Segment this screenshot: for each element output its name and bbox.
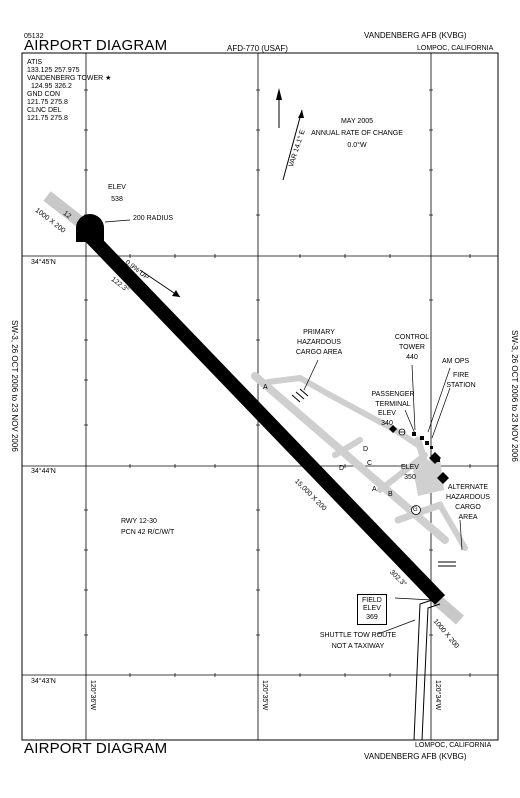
location-top: LOMPOC, CALIFORNIA — [417, 45, 494, 52]
frequency-list: ATIS 133.125 257.975 VANDENBERG TOWER ★ … — [27, 59, 111, 122]
freq-gnd-value: 121.75 275.8 — [27, 99, 68, 106]
shuttle-route-l1: SHUTTLE TOW ROUTE — [319, 632, 397, 639]
chart-number: 05132 — [24, 33, 44, 40]
freq-clnc-label: CLNC DEL — [27, 107, 62, 114]
airport-name-bottom: VANDENBERG AFB (KVBG) — [364, 752, 467, 761]
beacon-icon — [398, 428, 406, 436]
field-elev-l3: 369 — [366, 613, 378, 621]
primary-cargo-l3: CARGO AREA — [295, 349, 343, 356]
taxiway-d-label-1: D — [339, 465, 345, 472]
variation-date: MAY 2005 — [340, 118, 374, 125]
shuttle-tow-route — [413, 599, 441, 741]
am-ops-label: AM OPS — [442, 358, 470, 365]
freq-gnd-label: GND CON — [27, 91, 61, 98]
procedure-id: AFD-770 (USAF) — [227, 44, 288, 53]
taxiway-g-label: G — [413, 507, 418, 513]
field-elev-l1: FIELD — [362, 597, 382, 604]
taxiway-b-label: B — [388, 491, 393, 498]
control-tower-l1: CONTROL — [394, 334, 430, 341]
latitude-label-1: 34°45'N — [31, 259, 56, 266]
fire-station-l1: FIRE — [453, 372, 469, 379]
primary-cargo-l2: HAZARDOUS — [297, 339, 341, 346]
freq-atis-value: 133.125 257.975 — [27, 67, 80, 74]
apron — [412, 458, 444, 496]
runway-pcn: PCN 42 R/C/W/T — [121, 529, 175, 536]
runway-designation: RWY 12-30 — [121, 518, 157, 525]
field-elev-l2: ELEV — [362, 605, 381, 613]
airport-name-top: VANDENBERG AFB (KVBG) — [364, 31, 467, 40]
cycle-left: SW-3, 26 OCT 2006 to 23 NOV 2006 — [10, 320, 19, 452]
buildings — [389, 425, 449, 484]
north-arrow-icon — [276, 88, 304, 181]
radius-label: 200 RADIUS — [133, 215, 174, 222]
alternate-cargo-marks — [438, 561, 456, 567]
location-bottom: LOMPOC, CALIFORNIA — [415, 742, 492, 749]
latitude-label-3: 34°43'N — [31, 678, 56, 685]
variation-rate: 0.0°W — [347, 142, 367, 149]
freq-atis-label: ATIS — [27, 59, 43, 66]
shuttle-route-l2: NOT A TAXIWAY — [331, 643, 385, 650]
overrun-se — [433, 595, 464, 625]
alt-cargo-l1: ALTERNATE — [447, 484, 489, 491]
primary-cargo-marks — [291, 388, 309, 403]
taxiway-a-label-1: A — [263, 384, 268, 391]
chart-frame — [21, 52, 499, 741]
longitude-label-2: 120°35'W — [261, 680, 268, 711]
latitude-label-2: 34°44'N — [31, 468, 56, 475]
taxiway-a-label-2: A — [372, 486, 377, 493]
elev-350-title: ELEV — [401, 464, 419, 471]
elev-350-value: 350 — [404, 474, 416, 481]
cycle-right: SW-3, 26 OCT 2006 to 23 NOV 2006 — [510, 330, 519, 462]
elev-340-value: 340 — [381, 420, 393, 427]
field-elevation-box: FIELD ELEV 369 — [357, 594, 387, 626]
elev-nw-title: ELEV — [108, 184, 126, 191]
chart-title-top: AIRPORT DIAGRAM — [24, 37, 168, 54]
longitude-label-1: 120°36'W — [89, 680, 96, 711]
taxiway-c-label: C — [367, 460, 373, 467]
elev-340-title: ELEV — [378, 410, 396, 417]
chart-title-bottom: AIRPORT DIAGRAM — [24, 740, 168, 757]
fire-station-l2: STATION — [446, 382, 476, 389]
primary-cargo-l1: PRIMARY — [303, 329, 335, 336]
alt-cargo-l2: HAZARDOUS — [446, 494, 490, 501]
alt-cargo-l3: CARGO — [455, 504, 481, 511]
freq-tower-value: 124.95 326.2 — [31, 83, 72, 90]
passenger-terminal-l2: TERMINAL — [375, 401, 411, 408]
freq-tower-label: VANDENBERG TOWER ★ — [27, 75, 112, 82]
longitude-label-3: 120°34'W — [434, 680, 441, 711]
control-tower-l2: TOWER — [399, 344, 425, 351]
control-tower-l3: 440 — [406, 354, 418, 361]
alt-cargo-l4: AREA — [458, 514, 478, 521]
elev-nw-value: 538 — [111, 196, 123, 203]
taxiway-d-label-2: D — [363, 446, 369, 453]
passenger-terminal-l1: PASSENGER — [371, 391, 415, 398]
freq-clnc-value: 121.75 275.8 — [27, 115, 68, 122]
variation-caption: ANNUAL RATE OF CHANGE — [311, 130, 403, 137]
runway-12-30 — [76, 223, 446, 605]
